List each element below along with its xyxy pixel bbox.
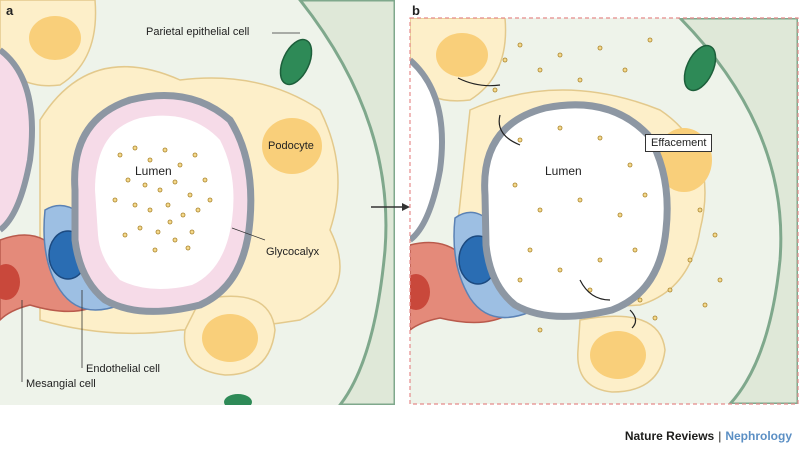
label-glycocalyx: Glycocalyx — [266, 246, 320, 258]
panel-a-letter: a — [6, 3, 14, 18]
parietal-layer — [298, 0, 395, 405]
label-lumen-a: Lumen — [135, 164, 172, 178]
parietal-epithelial-nucleus-b — [683, 44, 717, 92]
escape-arrows — [457, 77, 637, 329]
journal-subject: Nephrology — [725, 429, 792, 443]
label-lumen-b: Lumen — [545, 164, 582, 178]
podocyte-nucleus — [262, 118, 322, 174]
label-endothelial-cell: Endothelial cell — [86, 363, 160, 375]
leader-lines-a — [21, 32, 300, 382]
podocyte-topleft-nucleus-b — [436, 33, 488, 77]
label-parietal-epithelial-cell: Parietal epithelial cell — [146, 26, 250, 38]
parietal-epithelial-nucleus-bottom — [224, 394, 252, 405]
journal-footer: Nature Reviews|Nephrology — [625, 429, 792, 443]
mesangial-nucleus — [0, 264, 20, 300]
capillary-wall-b — [481, 101, 671, 320]
parietal-epithelial-nucleus — [279, 38, 313, 86]
journal-separator: | — [718, 429, 722, 443]
podocyte-bottom-nucleus — [202, 314, 258, 362]
parietal-layer-b — [677, 18, 798, 404]
panel-b-letter: b — [412, 3, 420, 18]
journal-name: Nature Reviews — [624, 429, 715, 443]
panel-b-diagram — [409, 17, 799, 405]
left-capillary — [0, 47, 35, 233]
panel-a-diagram — [0, 0, 395, 405]
label-effacement: Effacement — [645, 134, 713, 152]
podocyte-topleft-nucleus — [29, 16, 81, 60]
label-mesangial-cell: Mesangial cell — [26, 378, 96, 390]
transition-arrow — [371, 203, 410, 211]
left-capillary-b — [410, 57, 445, 243]
podocyte-bottom-nucleus-b — [590, 331, 646, 379]
mesangial-nucleus-b — [410, 274, 430, 310]
lumen-particles — [112, 145, 213, 253]
capillary-lumen — [95, 115, 234, 289]
label-podocyte: Podocyte — [268, 140, 314, 152]
panel-b-frame — [409, 17, 799, 405]
lumen-particles-b — [492, 37, 723, 333]
